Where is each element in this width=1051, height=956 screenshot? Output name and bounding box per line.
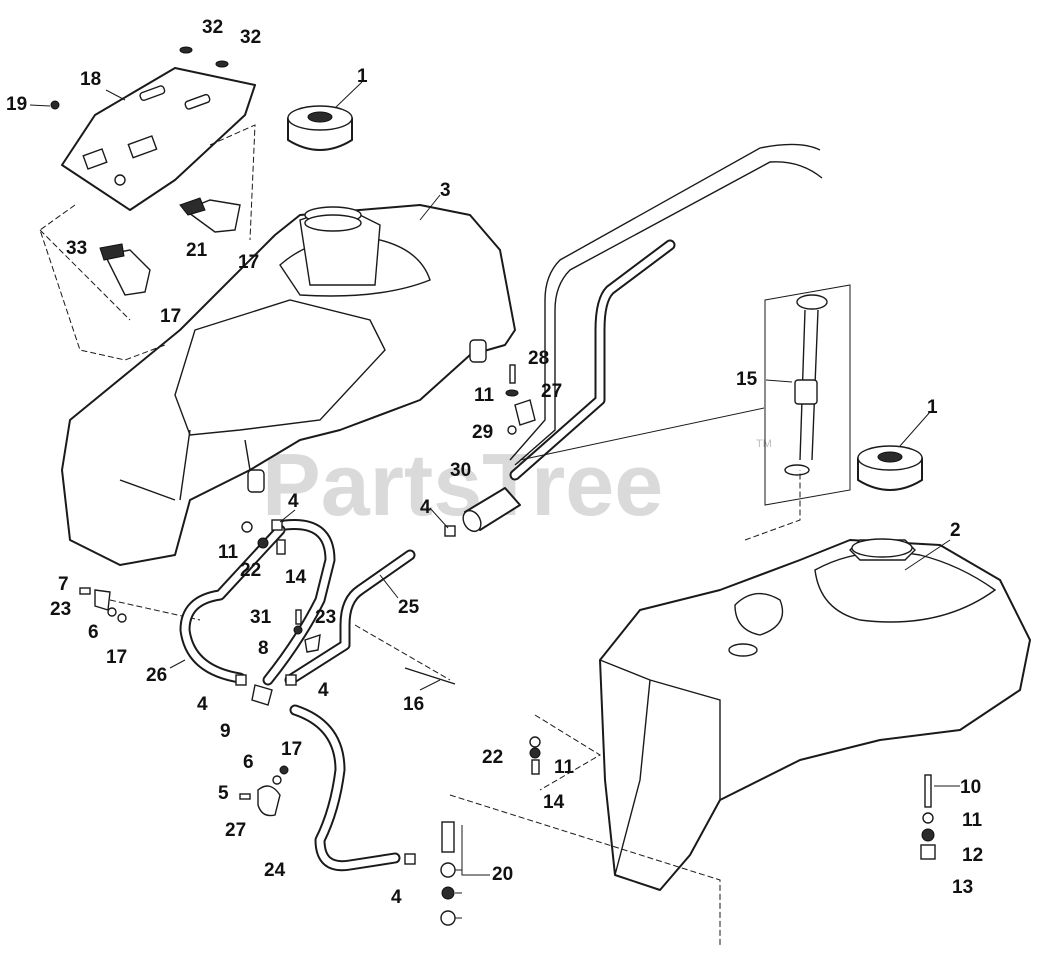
callout-7: 7 — [58, 574, 69, 595]
callout-6-b: 6 — [243, 752, 254, 773]
callout-14-b: 14 — [543, 792, 565, 813]
callout-17-a: 17 — [238, 252, 259, 273]
callout-19: 19 — [6, 94, 27, 115]
fuel-gauge-assembly — [764, 284, 851, 506]
callout-4-e: 4 — [391, 887, 402, 908]
callout-leaders — [29, 81, 960, 919]
callout-22-a: 22 — [240, 560, 261, 581]
callout-15: 15 — [736, 369, 758, 390]
callout-30: 30 — [450, 460, 471, 481]
callout-24: 24 — [264, 860, 286, 881]
watermark-trademark: TM — [756, 438, 772, 450]
callout-11-a: 11 — [474, 385, 495, 406]
callout-labels: 1 1 2 3 4 4 4 4 4 5 6 6 7 8 9 10 11 11 1… — [6, 17, 983, 908]
fuel-cap-right — [857, 445, 923, 491]
callout-3: 3 — [440, 180, 451, 201]
callout-11-b: 11 — [218, 542, 239, 563]
callout-12: 12 — [962, 845, 983, 866]
callout-1-left: 1 — [357, 66, 368, 87]
callout-4-d: 4 — [318, 680, 329, 701]
callout-26: 26 — [146, 665, 167, 686]
assembly-dashed-lines — [39, 124, 801, 945]
hardware — [50, 46, 936, 926]
callout-17-c: 17 — [106, 647, 127, 668]
callout-8: 8 — [258, 638, 269, 659]
callout-23-a: 23 — [50, 599, 71, 620]
callout-33: 33 — [66, 238, 87, 259]
control-cables — [509, 143, 823, 466]
fuel-filter — [462, 487, 521, 533]
callout-11-c: 11 — [554, 757, 575, 778]
callout-21: 21 — [186, 240, 208, 261]
callout-1-right: 1 — [927, 397, 938, 418]
callout-9: 9 — [220, 721, 231, 742]
callout-18: 18 — [80, 69, 101, 90]
callout-32-a: 32 — [202, 17, 223, 38]
watermark: PartsTree TM — [262, 435, 772, 534]
callout-4-c: 4 — [197, 694, 208, 715]
throttle-bracket — [179, 197, 241, 233]
callout-32-b: 32 — [240, 27, 261, 48]
callout-17-d: 17 — [281, 739, 302, 760]
left-fuel-tank — [61, 204, 516, 566]
callout-4-a: 4 — [288, 491, 299, 512]
callout-16: 16 — [403, 694, 424, 715]
fuel-cap-left — [287, 105, 353, 151]
callout-5: 5 — [218, 783, 229, 804]
callout-31: 31 — [250, 607, 272, 628]
callout-17-b: 17 — [160, 306, 181, 327]
callout-22-b: 22 — [482, 747, 503, 768]
callout-20: 20 — [492, 864, 513, 885]
callout-23-b: 23 — [315, 607, 336, 628]
callout-11-d: 11 — [962, 810, 983, 831]
callout-4-b: 4 — [420, 497, 431, 518]
control-panel-plate — [61, 67, 256, 211]
callout-6-a: 6 — [88, 622, 99, 643]
callout-27-a: 27 — [541, 381, 562, 402]
callout-27-b: 27 — [225, 820, 246, 841]
choke-bracket — [99, 243, 151, 296]
right-fuel-tank — [599, 538, 1031, 891]
callout-13: 13 — [952, 877, 973, 898]
callout-10: 10 — [960, 777, 981, 798]
callout-29: 29 — [472, 422, 493, 443]
callout-2: 2 — [950, 520, 961, 541]
callout-25: 25 — [398, 597, 420, 618]
callout-28: 28 — [528, 348, 549, 369]
fuel-lines — [179, 239, 676, 872]
callout-14-a: 14 — [285, 567, 307, 588]
